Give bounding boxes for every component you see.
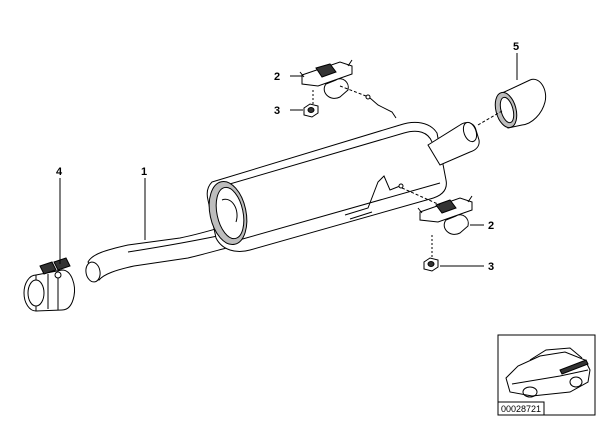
car-silhouette-icon — [505, 347, 591, 398]
hex-nut-upper[interactable] — [303, 103, 319, 118]
pipe-clamp[interactable] — [23, 257, 75, 312]
vehicle-locator-thumbnail[interactable]: 00028721 — [497, 334, 596, 416]
diagram-part-number: 00028721 — [501, 404, 541, 414]
rubber-mount-upper[interactable] — [299, 59, 353, 99]
callout-4: 4 — [56, 166, 63, 178]
tailpipe-tip[interactable] — [492, 78, 547, 130]
hex-nut-lower[interactable] — [423, 257, 439, 272]
callout-1: 1 — [141, 166, 147, 178]
leader-lines — [59, 53, 518, 267]
rubber-mount-lower[interactable] — [417, 195, 473, 235]
callout-2-lower: 2 — [488, 220, 494, 232]
callout-5: 5 — [513, 41, 519, 53]
callout-3-upper: 3 — [274, 105, 280, 117]
rear-muffler-assembly[interactable] — [84, 94, 480, 283]
callout-3-lower: 3 — [488, 261, 494, 273]
callout-2-upper: 2 — [274, 71, 280, 83]
